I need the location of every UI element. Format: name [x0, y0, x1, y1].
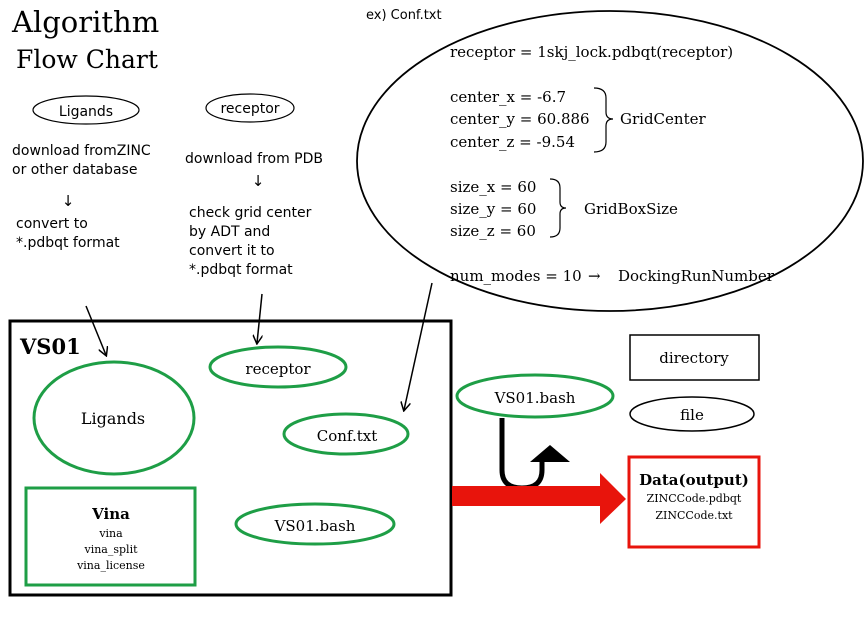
- vina-directory-box: [24, 486, 197, 587]
- vs01-receptor-label: receptor: [245, 360, 311, 378]
- vs01-bash-ellipse: [234, 502, 396, 546]
- ligands-source-label: Ligands: [59, 104, 113, 120]
- legend-directory-label: directory: [659, 349, 729, 367]
- output-arrow-head: [600, 473, 626, 524]
- bash-outside-label: VS01.bash: [494, 389, 576, 407]
- receptor-step2-line3: convert it to: [189, 243, 275, 259]
- receptor-source-label: receptor: [220, 101, 279, 117]
- grid-center-brace: [593, 87, 614, 153]
- grid-box-brace: [549, 178, 567, 238]
- conf-size-y: size_y = 60: [450, 200, 536, 218]
- receptor-step2-line2: by ADT and: [189, 224, 270, 240]
- legend-file-label: file: [680, 406, 704, 424]
- receptor-step2-line1: check grid center: [189, 205, 312, 221]
- ligands-step2-line2: *.pdbqt format: [16, 235, 120, 251]
- output-directory-box: [627, 455, 761, 549]
- conf-to-vs01-arrow: [404, 282, 433, 410]
- vs01-label: VS01: [19, 334, 81, 359]
- vs01-bash-label: VS01.bash: [274, 517, 356, 535]
- ligands-step1-line2: or other database: [12, 162, 137, 178]
- bash-outside-ellipse: [455, 373, 615, 419]
- conf-example-ellipse: [356, 10, 864, 312]
- conf-center-x: center_x = -6.7: [450, 88, 566, 106]
- vina-item: vina_split: [83, 543, 138, 556]
- conf-center-z: center_z = -9.54: [450, 133, 575, 151]
- ligands-step1-line1: download fromZINC: [12, 143, 151, 159]
- title-line1: Algorithm: [11, 5, 159, 39]
- ligands-source-ellipse: [32, 95, 140, 125]
- conf-receptor-line: receptor = 1skj_lock.pdbqt(receptor): [450, 43, 733, 61]
- vs01-receptor-ellipse: [208, 345, 348, 389]
- vs01-conf-label: Conf.txt: [317, 427, 377, 445]
- output-item: ZINCCode.txt: [655, 509, 733, 522]
- ligands-to-vs01-arrow: [85, 305, 106, 355]
- vina-item: vina: [98, 527, 123, 540]
- output-arrow-shaft: [452, 486, 604, 506]
- vs01-conf-ellipse: [282, 412, 410, 456]
- ligands-down-arrow: ↓: [62, 192, 75, 210]
- conf-size-z: size_z = 60: [450, 222, 536, 240]
- receptor-step1: download from PDB: [185, 151, 323, 167]
- vs01-ligands-ellipse: [32, 360, 196, 476]
- conf-right-arrow: →: [588, 267, 601, 285]
- conf-size-x: size_x = 60: [450, 178, 536, 196]
- legend-directory-box: [629, 334, 760, 381]
- receptor-source-ellipse: [205, 93, 295, 123]
- output-item: ZINCCode.pdbqt: [647, 492, 742, 505]
- grid-box-label: GridBoxSize: [584, 200, 678, 218]
- vina-title: Vina: [91, 505, 130, 523]
- output-title: Data(output): [639, 471, 749, 489]
- receptor-down-arrow: ↓: [252, 172, 265, 190]
- receptor-to-vs01-arrow: [257, 293, 262, 343]
- vina-item: vina_license: [76, 559, 145, 572]
- receptor-step2-line4: *.pdbqt format: [189, 262, 293, 278]
- ligands-step2-line1: convert to: [16, 216, 88, 232]
- legend-file-ellipse: [629, 396, 755, 432]
- conf-example-caption: ex) Conf.txt: [366, 8, 442, 23]
- conf-center-y: center_y = 60.886: [450, 110, 590, 128]
- grid-center-label: GridCenter: [620, 110, 706, 128]
- vs01-ligands-label: Ligands: [81, 409, 145, 428]
- docking-run-label: DockingRunNumber: [618, 267, 775, 285]
- title-line2: Flow Chart: [16, 45, 158, 74]
- execute-arrow-head: [530, 445, 570, 462]
- conf-num-modes: num_modes = 10: [450, 267, 582, 285]
- execute-curved-arrow: [499, 418, 545, 491]
